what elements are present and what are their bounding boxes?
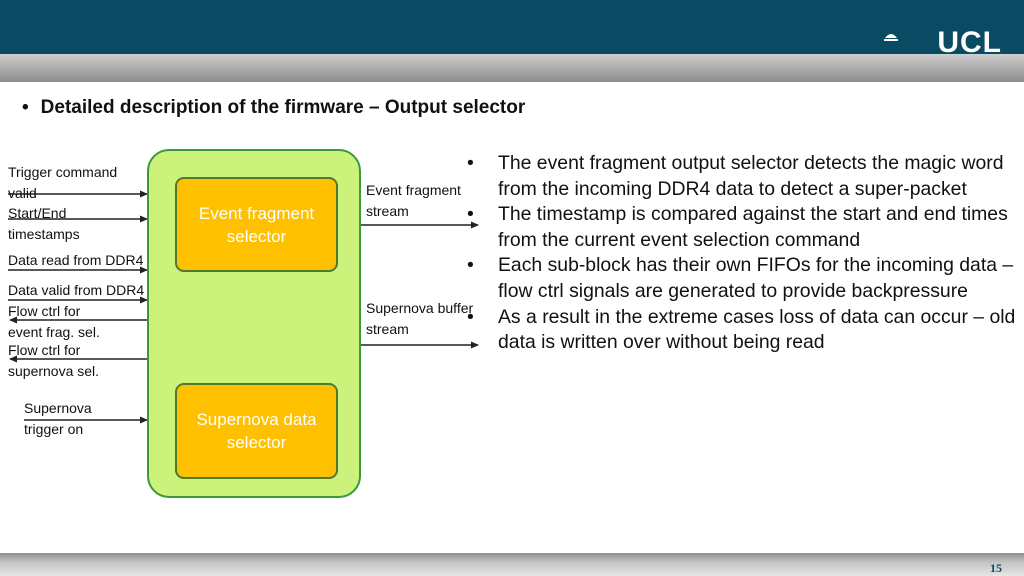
- input-label-trigger-command: Trigger command valid: [8, 164, 118, 201]
- ucl-portico-icon: [884, 34, 898, 41]
- bullet-item: Each sub-block has their own FIFOs for t…: [466, 253, 1018, 304]
- page-number: 15: [990, 561, 1002, 575]
- input-label-supernova-trigger: Supernova trigger on: [24, 400, 92, 437]
- supernova-data-selector-block: Supernova data selector: [175, 383, 338, 479]
- footer-band: [0, 553, 1024, 576]
- output-label-event-stream: Event fragment stream: [366, 182, 461, 219]
- slide-heading: • Detailed description of the firmware – …: [22, 97, 525, 119]
- input-label-data-valid: Data valid from DDR4: [8, 282, 145, 298]
- ucl-logo: UCL: [937, 26, 1002, 59]
- block-label: Supernova data selector: [196, 410, 317, 452]
- bullet-item: As a result in the extreme cases loss of…: [466, 305, 1018, 356]
- output-label-supernova-stream: Supernova buffer stream: [366, 300, 474, 337]
- input-label-data-read: Data read from DDR4: [8, 252, 144, 268]
- event-fragment-selector-block: Event fragment selector: [175, 177, 338, 272]
- slide-title: Detailed description of the firmware – O…: [40, 97, 526, 118]
- input-label-start-end: Start/End timestamps: [8, 205, 80, 242]
- bullet-item: The event fragment output selector detec…: [466, 151, 1018, 202]
- header-band: [0, 54, 1024, 82]
- header-bar: [0, 0, 1024, 54]
- input-label-flow-ctrl-event: Flow ctrl for event frag. sel.: [8, 303, 100, 340]
- block-label: Event fragment selector: [198, 203, 315, 246]
- bullet-list: The event fragment output selector detec…: [466, 151, 1018, 356]
- bullet-item: The timestamp is compared against the st…: [466, 202, 1018, 253]
- bullet-icon: •: [22, 97, 29, 118]
- input-label-flow-ctrl-supernova: Flow ctrl for supernova sel.: [8, 342, 100, 379]
